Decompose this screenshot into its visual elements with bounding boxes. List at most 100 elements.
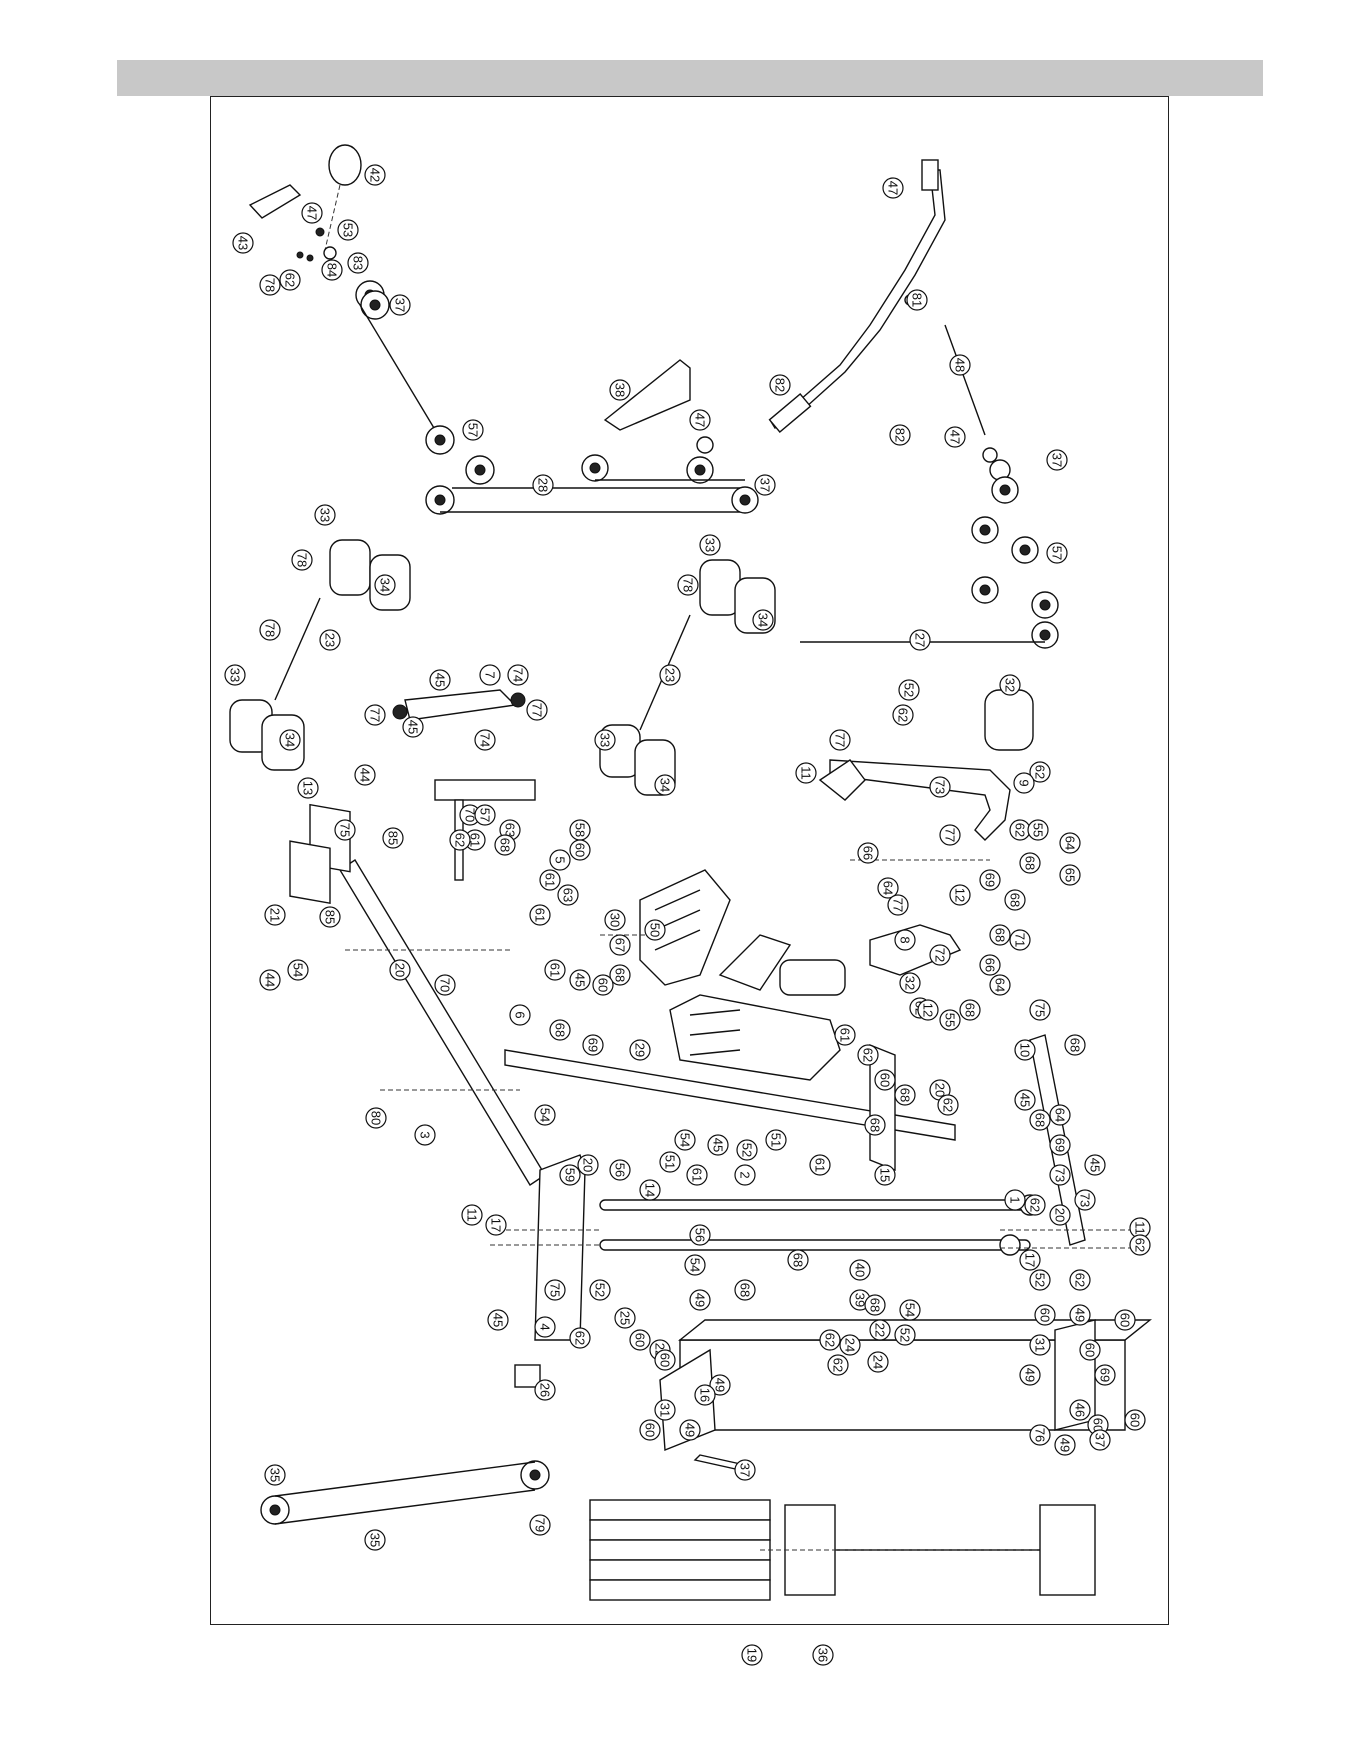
part-callout: 66 [979, 954, 1001, 976]
triangle-handle [581, 359, 759, 514]
callout-circle [334, 819, 356, 841]
callout-number: 54 [678, 1133, 693, 1147]
callout-number: 58 [573, 823, 588, 837]
part-callout: 20 [1049, 1204, 1071, 1226]
callout-circle [674, 1129, 696, 1151]
part-callout: 61 [686, 1164, 708, 1186]
callout-circle [1084, 1154, 1106, 1176]
callout-number: 64 [993, 978, 1008, 992]
part-callout: 64 [989, 974, 1011, 996]
callout-circle [364, 704, 386, 726]
callout-number: 54 [291, 963, 306, 977]
callout-number: 22 [873, 1323, 888, 1337]
part-callout: 54 [287, 959, 309, 981]
foam-rollers [229, 539, 1034, 796]
callout-circle [989, 924, 1011, 946]
part-callout: 37 [1089, 1429, 1111, 1451]
callout-circle [979, 954, 1001, 976]
part-callout: 82 [889, 424, 911, 446]
part-callout: 53 [337, 219, 359, 241]
callout-number: 31 [658, 1403, 673, 1417]
part-callout: 75 [334, 819, 356, 841]
callout-number: 60 [1091, 1418, 1106, 1432]
callout-circle [894, 1324, 916, 1346]
part-callout: 52 [589, 1279, 611, 1301]
callout-number: 60 [633, 1333, 648, 1347]
callout-number: 68 [898, 1088, 913, 1102]
callout-number: 49 [1073, 1308, 1088, 1322]
callout-number: 28 [536, 478, 551, 492]
callout-number: 27 [913, 633, 928, 647]
part-callout: 6 [509, 1004, 531, 1026]
part-callout: 68 [549, 1019, 571, 1041]
callout-circle [937, 1094, 959, 1116]
callout-circle [689, 409, 711, 431]
part-callout: 60 [592, 974, 614, 996]
callout-circle [279, 269, 301, 291]
callout-number: 54 [538, 1108, 553, 1122]
part-callout: 34 [752, 609, 774, 631]
part-callout: 29 [629, 1039, 651, 1061]
part-callout: 11 [461, 1204, 483, 1226]
part-callout: 48 [949, 354, 971, 376]
callout-number: 29 [633, 1043, 648, 1057]
part-callout: 76 [1029, 1424, 1051, 1446]
callout-circle [827, 1354, 849, 1376]
part-callout: 62 [827, 1354, 849, 1376]
callout-circle [1049, 1204, 1071, 1226]
callout-number: 70 [463, 808, 478, 822]
callout-circle [906, 289, 928, 311]
callout-circle [259, 274, 281, 296]
callout-circle [939, 1009, 961, 1031]
part-callout: 7 [479, 664, 501, 686]
part-callout: 77 [939, 824, 961, 846]
callout-number: 60 [596, 978, 611, 992]
part-callout: 69 [582, 1034, 604, 1056]
part-callout: 62 [892, 704, 914, 726]
callout-number: 77 [891, 898, 906, 912]
part-callout: 60 [639, 1419, 661, 1441]
part-callout: 78 [677, 574, 699, 596]
lat-bar-assembly [768, 159, 1059, 649]
part-callout: 34 [654, 774, 676, 796]
part-callout: 77 [829, 729, 851, 751]
callout-circle [569, 1327, 591, 1349]
callout-number: 56 [613, 1163, 628, 1177]
part-callout: 25 [614, 1307, 636, 1329]
callout-number: 20 [393, 963, 408, 977]
part-callout: 23 [319, 629, 341, 651]
callout-number: 65 [1063, 868, 1078, 882]
part-callout: 64 [877, 877, 899, 899]
callout-number: 77 [833, 733, 848, 747]
callout-circle [754, 474, 776, 496]
callout-number: 62 [941, 1098, 956, 1112]
part-callout: 82 [769, 374, 791, 396]
callout-number: 69 [1098, 1368, 1113, 1382]
callout-number: 55 [943, 1013, 958, 1027]
part-callout: 68 [787, 1249, 809, 1271]
callout-circle [1034, 1304, 1056, 1326]
part-callout: 32 [899, 972, 921, 994]
callout-circle [834, 1024, 856, 1046]
part-callout: 64 [1059, 832, 1081, 854]
callout-number: 44 [263, 973, 278, 987]
part-callout: 60 [1114, 1309, 1136, 1331]
callout-number: 61 [813, 1158, 828, 1172]
part-callout: 73 [1074, 1189, 1096, 1211]
part-callout: 46 [1069, 1399, 1091, 1421]
callout-circle [839, 1334, 861, 1356]
callout-number: 55 [1031, 823, 1046, 837]
callout-circle [1079, 1339, 1101, 1361]
callout-circle [882, 177, 904, 199]
part-callout: 55 [1027, 819, 1049, 841]
callout-number: 6 [513, 1011, 528, 1018]
callout-circle [485, 1214, 507, 1236]
callout-number: 62 [896, 708, 911, 722]
part-callout: 75 [1029, 999, 1051, 1021]
callout-number: 60 [1083, 1343, 1098, 1357]
callout-number: 17 [489, 1218, 504, 1232]
callout-circle [1059, 832, 1081, 854]
callout-circle [1029, 1424, 1051, 1446]
callout-number: 78 [263, 623, 278, 637]
